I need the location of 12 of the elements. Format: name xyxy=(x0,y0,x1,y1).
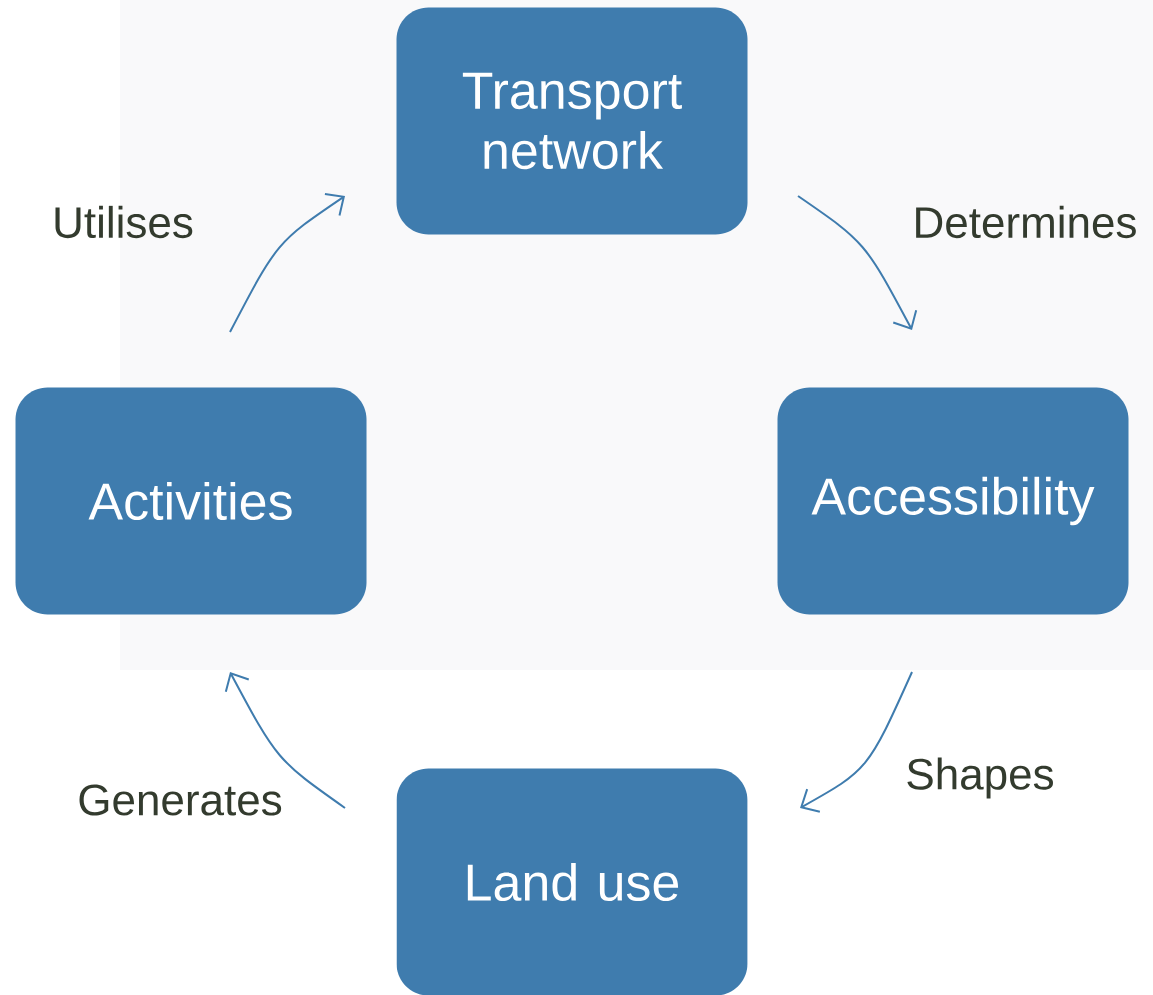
edge-label: Utilises xyxy=(55,205,193,239)
arrow xyxy=(797,195,918,330)
process-box: Transport network xyxy=(396,7,748,235)
arrow xyxy=(229,192,345,333)
arrow xyxy=(800,671,913,813)
edge-label: Determines xyxy=(916,205,1136,239)
arrow xyxy=(224,672,346,809)
edge-label: Generates xyxy=(79,784,282,816)
process-box: Activities xyxy=(15,387,367,615)
process-box: Accessibility xyxy=(777,387,1129,615)
process-box: Land use xyxy=(396,768,748,995)
edge-label: Shapes xyxy=(907,757,1053,799)
